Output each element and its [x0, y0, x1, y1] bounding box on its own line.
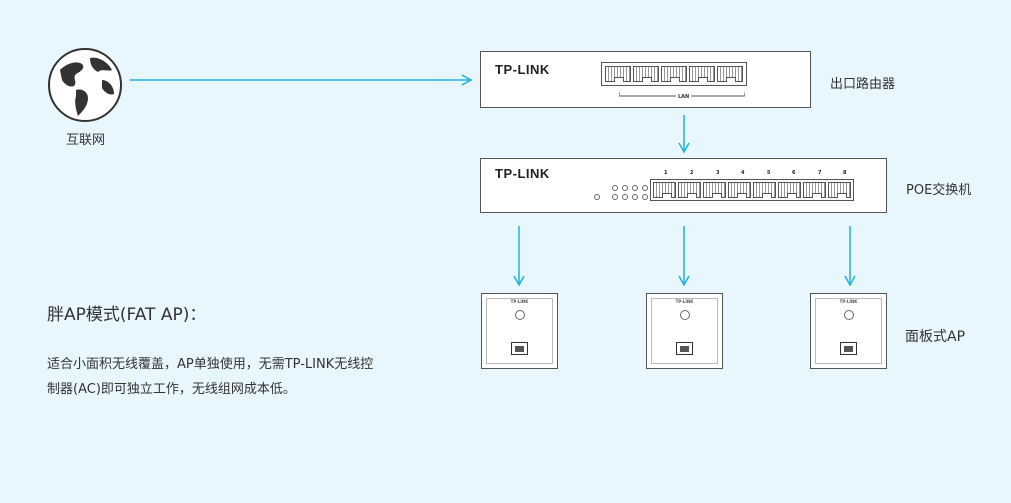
- status-led: [642, 185, 648, 191]
- status-leds: [612, 185, 649, 200]
- wifi-icon: [680, 310, 690, 320]
- ethernet-port-icon: [511, 342, 528, 355]
- router-ports: [601, 62, 747, 86]
- ethernet-port-icon: [676, 342, 693, 355]
- router-device: TP-LINK LAN: [480, 51, 811, 108]
- poe-switch-label: POE交换机: [906, 183, 972, 198]
- mode-desc-line-2: 制器(AC)即可独立工作，无线组网成本低。: [47, 382, 296, 397]
- switch-port-number: 1: [664, 170, 668, 176]
- status-led: [632, 185, 638, 191]
- switch-port-number: 2: [690, 170, 694, 176]
- globe-icon: [48, 48, 122, 122]
- router-port: [689, 66, 715, 82]
- arrow-switch-to-ap-1: [513, 226, 525, 287]
- panel-frame: [815, 298, 882, 364]
- switch-port: [703, 182, 726, 198]
- switch-brand: TP-LINK: [495, 166, 550, 181]
- status-led: [642, 194, 648, 200]
- wifi-icon: [515, 310, 525, 320]
- poe-switch-device: TP-LINK 1 2 3 4 5 6 7 8: [480, 158, 887, 213]
- panel-brand: TP-LINK: [675, 299, 694, 304]
- status-led: [612, 185, 618, 191]
- switch-port: [753, 182, 776, 198]
- switch-port: [728, 182, 751, 198]
- router-label: 出口路由器: [830, 77, 896, 92]
- router-port: [661, 66, 687, 82]
- switch-port-number: 5: [767, 170, 771, 176]
- panel-ap-1: TP-LINK: [481, 293, 558, 369]
- power-led: [594, 194, 600, 200]
- router-port: [605, 66, 631, 82]
- status-led: [622, 185, 628, 191]
- switch-port-number: 6: [792, 170, 796, 176]
- switch-port-number: 7: [818, 170, 822, 176]
- switch-port: [678, 182, 701, 198]
- panel-ap-label: 面板式AP: [905, 329, 966, 345]
- panel-ap-2: TP-LINK: [646, 293, 723, 369]
- switch-port: [828, 182, 851, 198]
- mode-desc-line-1: 适合小面积无线覆盖，AP单独使用，无需TP-LINK无线控: [47, 357, 374, 372]
- panel-frame: [651, 298, 718, 364]
- mode-description: 适合小面积无线覆盖，AP单独使用，无需TP-LINK无线控 制器(AC)即可独立…: [47, 352, 373, 402]
- router-port: [633, 66, 659, 82]
- router-port: [717, 66, 743, 82]
- router-brand: TP-LINK: [495, 62, 550, 77]
- switch-port: [778, 182, 801, 198]
- panel-brand: TP-LINK: [839, 299, 858, 304]
- router-lan-label: LAN: [676, 94, 692, 100]
- status-led: [612, 194, 618, 200]
- panel-ap-3: TP-LINK: [810, 293, 887, 369]
- status-led: [622, 194, 628, 200]
- switch-port-number: 4: [741, 170, 745, 176]
- arrow-switch-to-ap-2: [678, 226, 690, 287]
- arrow-switch-to-ap-3: [844, 226, 856, 287]
- internet-label: 互联网: [66, 133, 106, 148]
- status-led: [632, 194, 638, 200]
- mode-title: 胖AP模式(FAT AP)：: [47, 305, 207, 325]
- panel-brand: TP-LINK: [510, 299, 529, 304]
- panel-frame: [486, 298, 553, 364]
- arrow-router-to-switch: [678, 115, 690, 154]
- switch-port-number: 8: [843, 170, 847, 176]
- switch-port: [653, 182, 676, 198]
- arrow-internet-to-router: [130, 74, 473, 86]
- switch-port: [803, 182, 826, 198]
- switch-port-number: 3: [716, 170, 720, 176]
- wifi-icon: [844, 310, 854, 320]
- ethernet-port-icon: [840, 342, 857, 355]
- switch-ports: [650, 179, 854, 201]
